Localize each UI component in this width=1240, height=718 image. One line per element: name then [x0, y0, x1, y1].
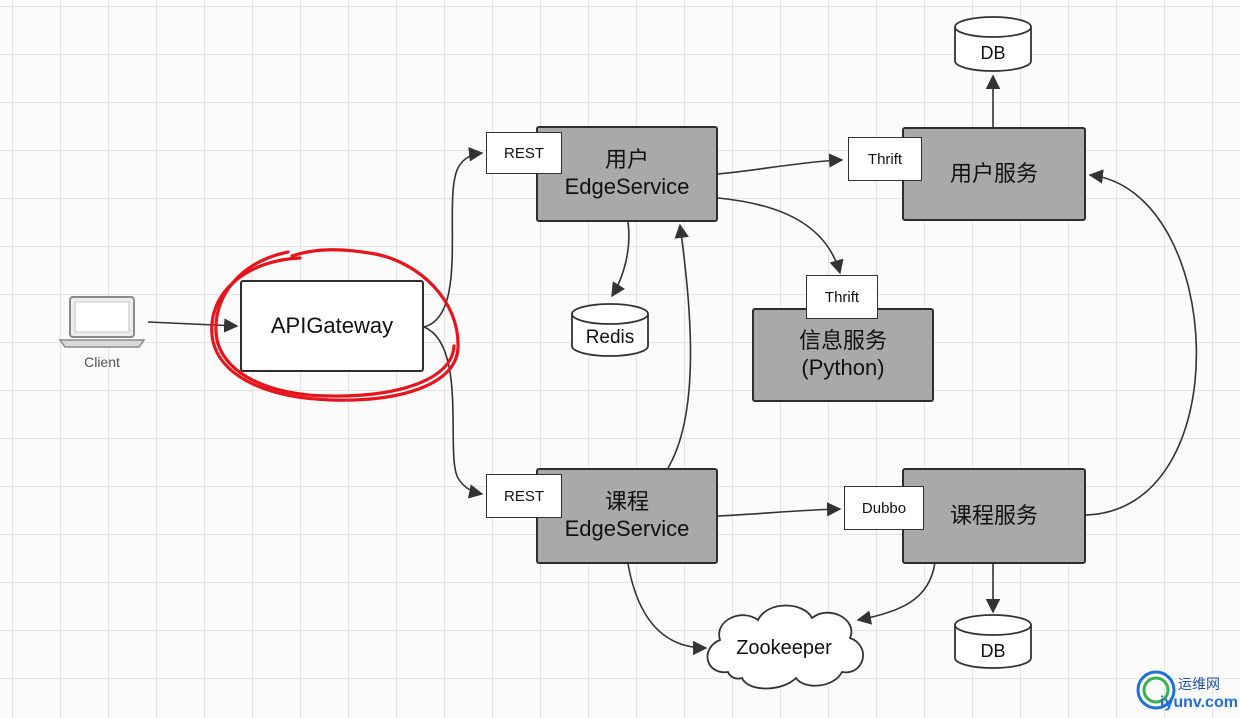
watermark-line2: iyunv.com	[1160, 694, 1238, 711]
user-edge-service-box[interactable]: 用户 EdgeService	[536, 126, 718, 222]
user-service-thrift-tag: Thrift	[848, 137, 922, 181]
db-bottom-label: DB	[980, 640, 1006, 661]
client-label: Client	[84, 354, 120, 370]
highlight-circle	[210, 248, 460, 402]
info-service-thrift-tag: Thrift	[806, 275, 878, 319]
info-service-line1: 信息服务	[798, 328, 887, 354]
course-service-box[interactable]: 课程服务	[902, 468, 1086, 564]
api-gateway-box[interactable]: APIGateway	[240, 280, 424, 372]
db-top-label: DB	[980, 42, 1006, 63]
edge-course-edge-course-service	[717, 502, 842, 517]
edge-user-edge-info-service	[717, 197, 844, 275]
course-edge-line2: EdgeService	[564, 516, 690, 541]
user-service-label: 用户服务	[949, 160, 1038, 186]
edge-course-service-zookeeper	[856, 561, 936, 625]
edge-user-edge-redis	[611, 221, 630, 298]
info-service-line2: (Python)	[801, 355, 885, 380]
course-edge-rest-tag: REST	[486, 474, 562, 518]
watermark-logo-icon	[1136, 670, 1176, 710]
db-top-cylinder	[954, 16, 1032, 72]
course-edge-service-box[interactable]: 课程 EdgeService	[536, 468, 718, 564]
redis-label: Redis	[585, 327, 635, 348]
db-bottom-cylinder	[954, 614, 1032, 669]
edge-gateway-user-edge	[423, 147, 484, 328]
redis-cylinder	[571, 303, 649, 357]
edge-course-service-user-service	[1085, 169, 1198, 516]
laptop-icon	[58, 296, 146, 348]
user-service-box[interactable]: 用户服务	[902, 127, 1086, 221]
edge-client-gateway	[147, 318, 239, 333]
course-edge-line1: 课程	[604, 489, 649, 515]
course-service-label: 课程服务	[949, 502, 1038, 528]
info-service-box[interactable]: 信息服务 (Python)	[752, 308, 934, 402]
zookeeper-cloud	[706, 604, 864, 690]
user-edge-line1: 用户	[604, 147, 649, 173]
api-gateway-label: APIGateway	[270, 312, 394, 338]
user-edge-line2: EdgeService	[564, 174, 690, 199]
course-service-dubbo-tag: Dubbo	[844, 486, 924, 530]
watermark-line1: 运维网	[1178, 676, 1220, 692]
edge-course-edge-user-edge	[667, 223, 692, 469]
user-edge-rest-tag: REST	[486, 132, 562, 174]
edge-course-edge-zookeeper	[627, 563, 708, 656]
zookeeper-label: Zookeeper	[736, 636, 832, 659]
edge-user-edge-user-service	[717, 153, 844, 175]
edge-gateway-course-edge	[423, 326, 484, 499]
